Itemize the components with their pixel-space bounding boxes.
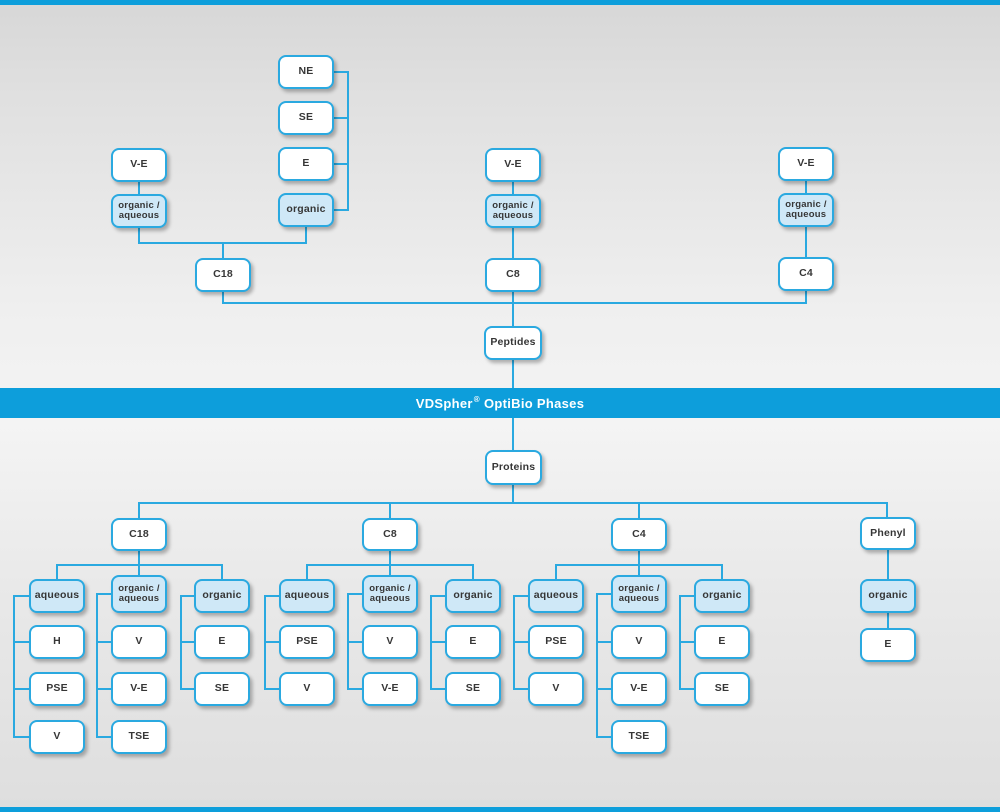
node-proteins-c8: C8 <box>362 518 418 551</box>
banner-suffix: OptiBio Phases <box>483 395 585 411</box>
node-proteins-c8-organic-se: SE <box>445 672 501 706</box>
node-proteins-c18-oa-tse: TSE <box>111 720 167 754</box>
node-peptides-c18-organic-aqueous: organic / aqueous <box>111 194 167 228</box>
node-proteins-phenyl-organic-e: E <box>860 628 916 662</box>
node-proteins-c18-organic-e: E <box>194 625 250 659</box>
node-peptides-c18-organic-ne: NE <box>278 55 334 89</box>
node-peptides-c4-organic-aqueous: organic / aqueous <box>778 193 834 227</box>
node-proteins-c8-oa-v: V <box>362 625 418 659</box>
bottom-accent-bar <box>0 807 1000 812</box>
node-peptides-c4-ve: V-E <box>778 147 834 181</box>
node-proteins-c8-aqueous-pse: PSE <box>279 625 335 659</box>
node-proteins-phenyl: Phenyl <box>860 517 916 550</box>
node-peptides-c18-organic-se: SE <box>278 101 334 135</box>
node-proteins-c8-oa-ve: V-E <box>362 672 418 706</box>
node-peptides-c18-organic-e: E <box>278 147 334 181</box>
node-proteins-c4-aqueous-v: V <box>528 672 584 706</box>
node-peptides-c4: C4 <box>778 257 834 291</box>
node-proteins-c8-organic-e: E <box>445 625 501 659</box>
node-proteins-c18-aqueous-pse: PSE <box>29 672 85 706</box>
node-proteins-c18-organic: organic <box>194 579 250 613</box>
node-peptides-c8-organic-aqueous: organic / aqueous <box>485 194 541 228</box>
node-proteins-c4-oa-v: V <box>611 625 667 659</box>
node-proteins-c18-organic-aqueous: organic / aqueous <box>111 575 167 613</box>
node-proteins-c18-oa-v: V <box>111 625 167 659</box>
node-proteins-c4-organic-aqueous: organic / aqueous <box>611 575 667 613</box>
node-peptides-c8-ve: V-E <box>485 148 541 182</box>
node-proteins-c4-oa-ve: V-E <box>611 672 667 706</box>
node-peptides-root: Peptides <box>484 326 542 360</box>
node-proteins-c4-oa-tse: TSE <box>611 720 667 754</box>
node-proteins-c4-organic-se: SE <box>694 672 750 706</box>
node-proteins-c8-aqueous: aqueous <box>279 579 335 613</box>
node-proteins-c4: C4 <box>611 518 667 551</box>
node-proteins-c4-organic-e: E <box>694 625 750 659</box>
node-peptides-c18: C18 <box>195 258 251 292</box>
node-proteins-c8-organic-aqueous: organic / aqueous <box>362 575 418 613</box>
node-proteins-c4-organic: organic <box>694 579 750 613</box>
node-proteins-c18-organic-se: SE <box>194 672 250 706</box>
top-accent-bar <box>0 0 1000 5</box>
node-proteins-c8-aqueous-v: V <box>279 672 335 706</box>
node-peptides-c18-ve: V-E <box>111 148 167 182</box>
node-proteins-c18-aqueous: aqueous <box>29 579 85 613</box>
banner-vdspher-optibio-phases: VDSpher®OptiBio Phases <box>0 388 1000 418</box>
node-proteins-phenyl-organic: organic <box>860 579 916 613</box>
node-peptides-c18-organic: organic <box>278 193 334 227</box>
node-proteins-c18-aqueous-h: H <box>29 625 85 659</box>
banner-brand: VDSpher <box>415 395 473 411</box>
node-proteins-c18-oa-ve: V-E <box>111 672 167 706</box>
node-proteins-c4-aqueous-pse: PSE <box>528 625 584 659</box>
node-proteins-c4-aqueous: aqueous <box>528 579 584 613</box>
node-peptides-c8: C8 <box>485 258 541 292</box>
node-proteins-root: Proteins <box>485 450 542 485</box>
node-proteins-c18-aqueous-v: V <box>29 720 85 754</box>
node-proteins-c8-organic: organic <box>445 579 501 613</box>
node-proteins-c18: C18 <box>111 518 167 551</box>
